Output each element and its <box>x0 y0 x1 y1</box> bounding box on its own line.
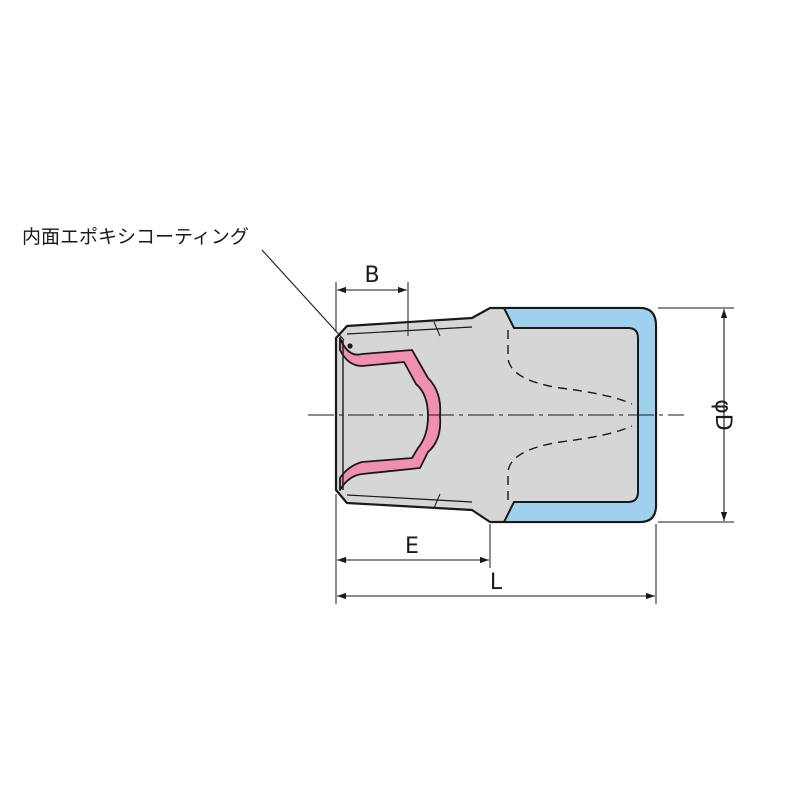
hidden-contour-top <box>507 330 633 405</box>
epoxy-coating <box>339 337 442 491</box>
blue-cap <box>503 307 657 523</box>
callout-label: 内面エポキシコーティング <box>22 226 249 248</box>
hidden-contour-bottom <box>507 425 633 500</box>
callout-leader <box>261 249 345 341</box>
taper-mark-1 <box>433 321 441 337</box>
dim-l-label: L <box>490 570 503 595</box>
thread-line-bottom <box>346 494 473 503</box>
taper-mark-2 <box>433 493 441 509</box>
dim-b-label: B <box>364 263 379 288</box>
thread-line-top <box>346 326 473 335</box>
dim-d-label: φD <box>710 399 735 430</box>
callout-dot <box>347 343 353 349</box>
dim-e-label: E <box>405 534 419 559</box>
